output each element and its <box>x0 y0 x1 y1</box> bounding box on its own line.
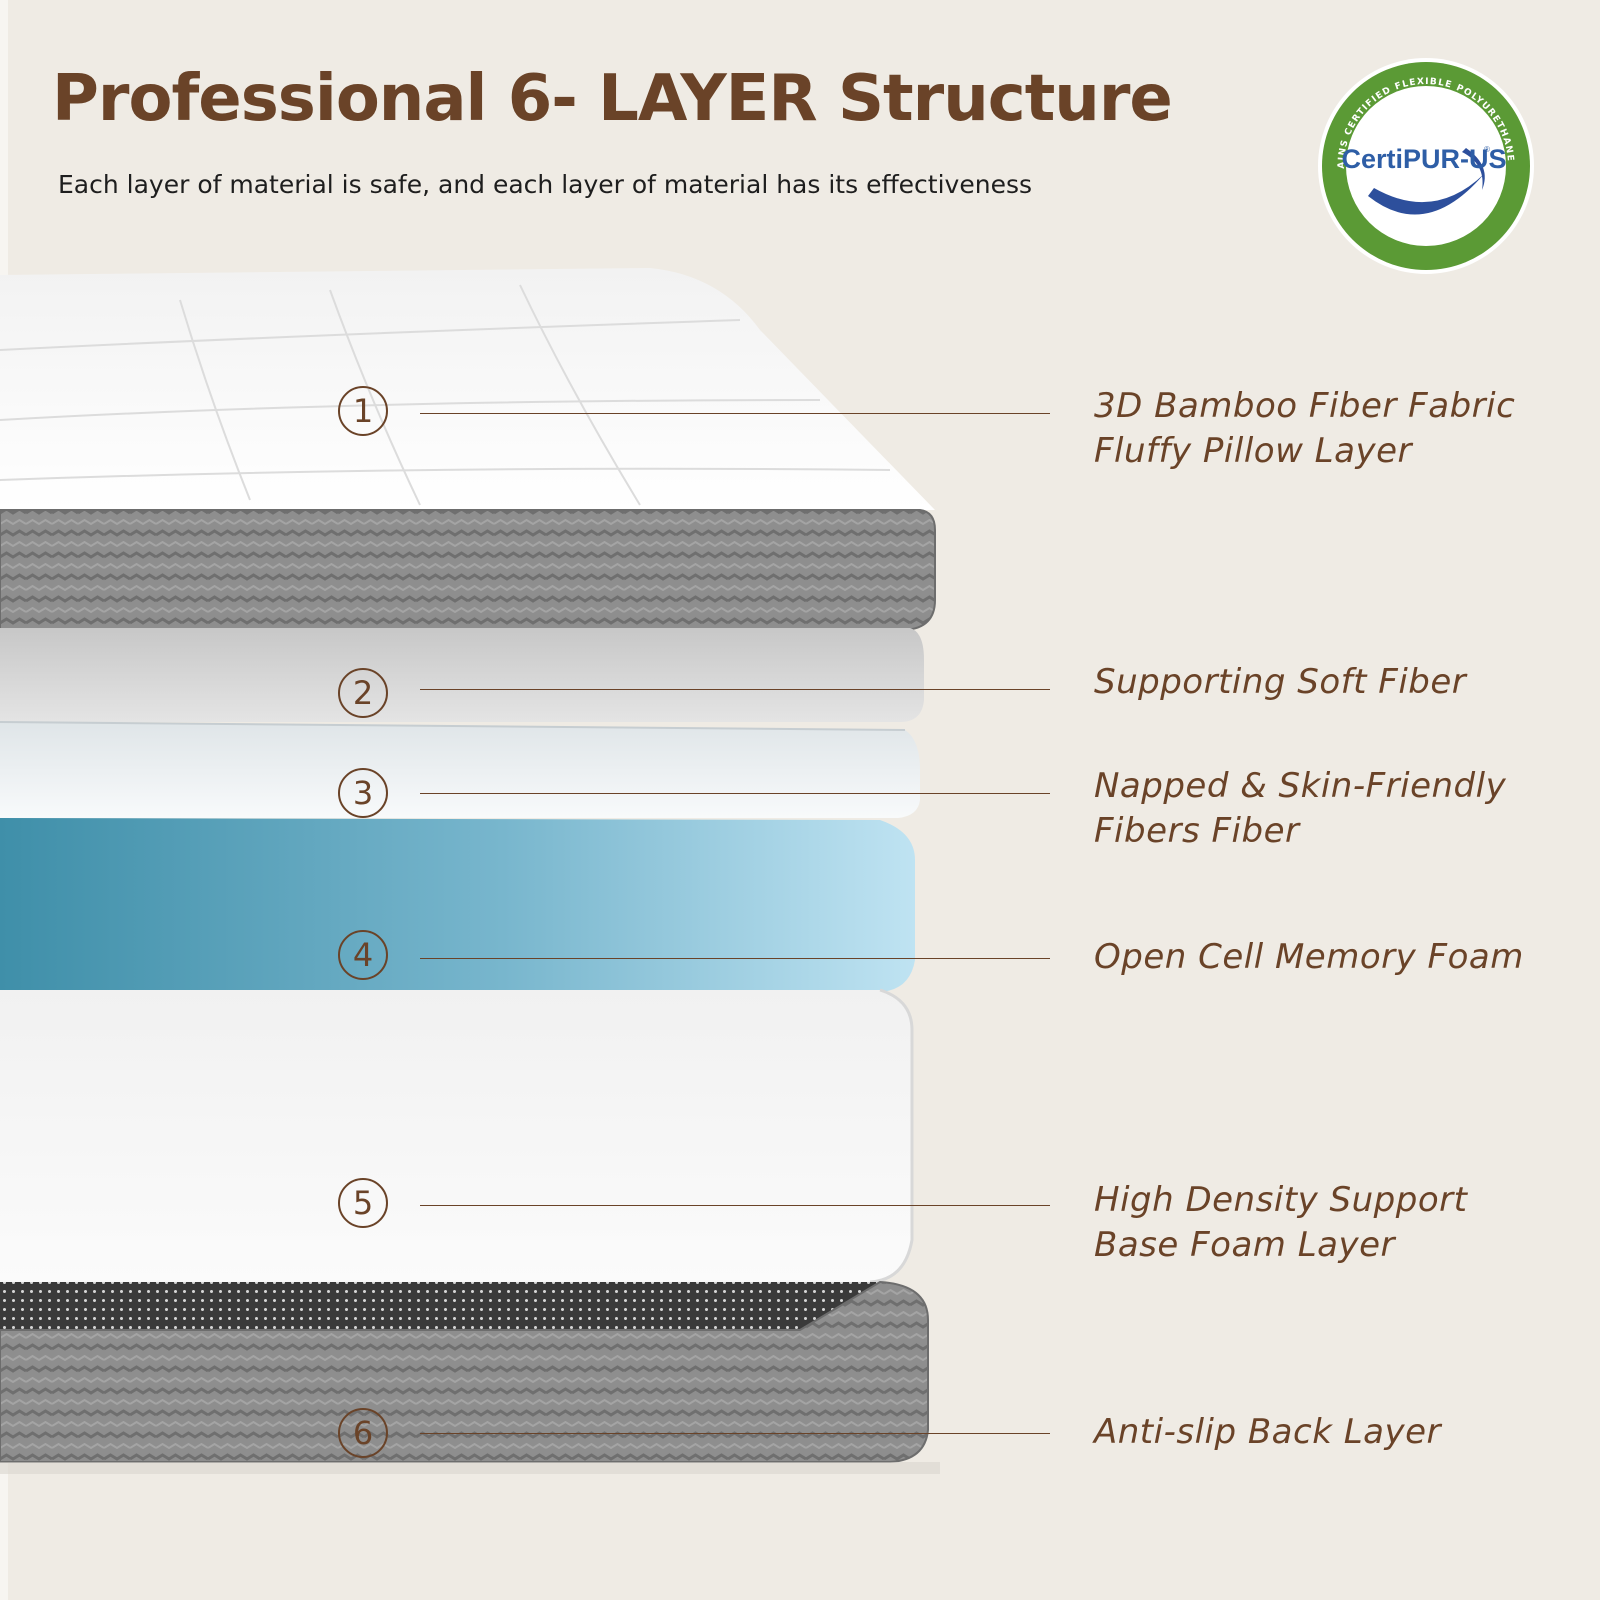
layer-2-number: 2 <box>338 668 388 718</box>
layer-5-label: High Density Support Base Foam Layer <box>1094 1178 1467 1268</box>
layer-1-label: 3D Bamboo Fiber Fabric Fluffy Pillow Lay… <box>1094 384 1515 474</box>
layer-3-number: 3 <box>338 768 388 818</box>
badge-brand-text: CertiPUR-US <box>1341 144 1506 174</box>
layer-5-label-line-2: Base Foam Layer <box>1094 1225 1396 1265</box>
layer-1-number: 1 <box>338 386 388 436</box>
layer-6-number: 6 <box>338 1408 388 1458</box>
layer-3-leader-line <box>420 793 1050 794</box>
layer-1-leader-line <box>420 413 1050 414</box>
layer-6-leader-line <box>420 1433 1050 1434</box>
layer-4-label-line-1: Open Cell Memory Foam <box>1094 937 1524 977</box>
layer-2-label: Supporting Soft Fiber <box>1094 660 1466 705</box>
layer-4-label: Open Cell Memory Foam <box>1094 935 1524 980</box>
page-subtitle: Each layer of material is safe, and each… <box>58 170 1032 199</box>
certipur-us-badge: CONTAINS CERTIFIED FLEXIBLE POLYURETHANE… <box>1316 56 1534 274</box>
page-title: Professional 6- LAYER Structure <box>52 62 1173 136</box>
layer-2-leader-line <box>420 689 1050 690</box>
layer-2-label-line-1: Supporting Soft Fiber <box>1094 662 1467 702</box>
layer-5-number: 5 <box>338 1178 388 1228</box>
layer-6-label: Anti-slip Back Layer <box>1094 1410 1441 1455</box>
layer-3-label: Napped & Skin-Friendly Fibers Fiber <box>1094 764 1506 854</box>
layer-1-label-line-2: Fluffy Pillow Layer <box>1094 431 1412 471</box>
layer-3-label-line-2: Fibers Fiber <box>1094 811 1300 851</box>
layer-4-number: 4 <box>338 930 388 980</box>
layer-6-label-line-1: Anti-slip Back Layer <box>1094 1412 1441 1452</box>
badge-registered-mark: ® <box>1484 145 1490 154</box>
layer-4-leader-line <box>420 958 1050 959</box>
layer-5-leader-line <box>420 1205 1050 1206</box>
layer-3-label-line-1: Napped & Skin-Friendly <box>1094 766 1507 806</box>
layer-5-label-line-1: High Density Support <box>1094 1180 1468 1220</box>
layer-1-label-line-1: 3D Bamboo Fiber Fabric <box>1094 386 1516 426</box>
